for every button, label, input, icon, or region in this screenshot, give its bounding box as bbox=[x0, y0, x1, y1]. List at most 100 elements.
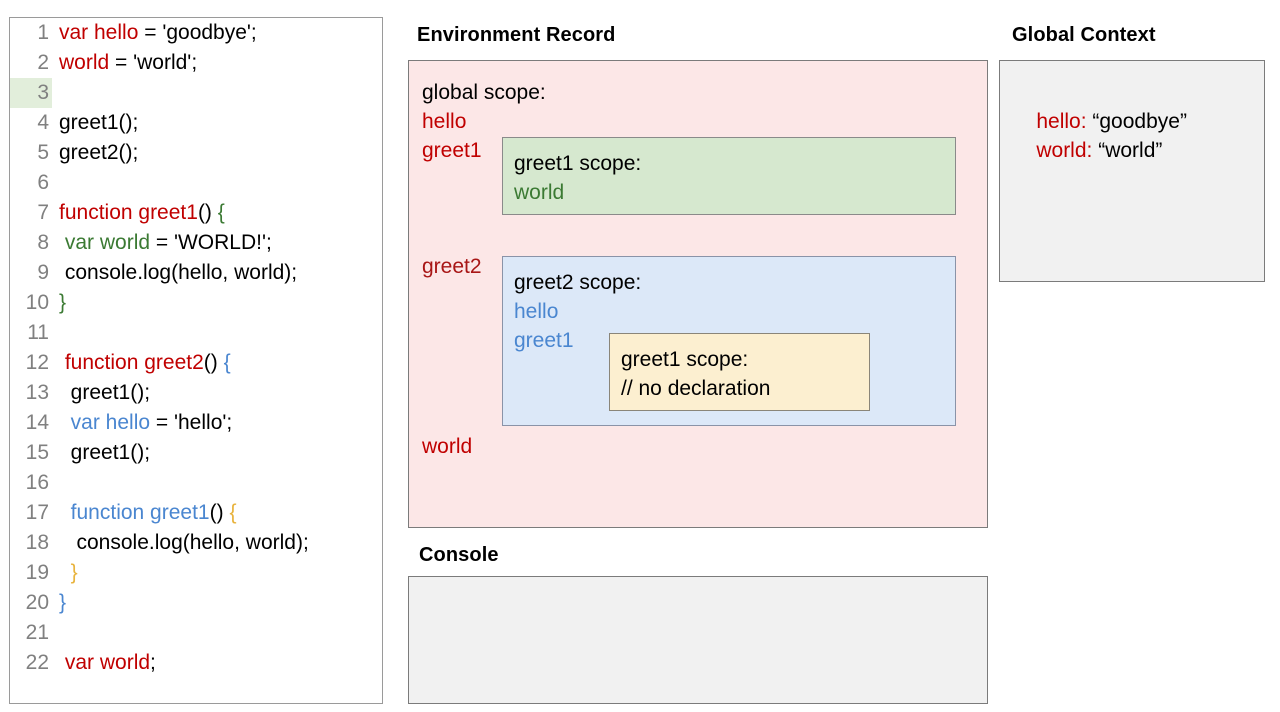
code-token: = 'world'; bbox=[109, 51, 198, 74]
code-line[interactable]: 20} bbox=[10, 588, 382, 618]
greet2-scope-box: greet2 scope: hello greet1 greet1 scope:… bbox=[502, 256, 956, 426]
environment-record-title: Environment Record bbox=[417, 24, 616, 46]
greet1-scope-heading: greet1 scope: bbox=[514, 152, 642, 175]
code-line[interactable]: 12 function greet2() { bbox=[10, 348, 382, 378]
code-line[interactable]: 15 greet1(); bbox=[10, 438, 382, 468]
code-text: } bbox=[52, 558, 78, 588]
code-text: function greet1() { bbox=[52, 198, 225, 228]
greet2-scope-vars: hello greet1 bbox=[514, 300, 574, 352]
code-token bbox=[59, 561, 71, 584]
code-line[interactable]: 10} bbox=[10, 288, 382, 318]
code-token: = 'WORLD!'; bbox=[150, 231, 272, 254]
code-text: console.log(hello, world); bbox=[52, 258, 297, 288]
environment-record-panel: global scope: hello greet1 greet2 world … bbox=[408, 60, 988, 528]
code-token: } bbox=[70, 561, 78, 584]
code-text: var hello = 'goodbye'; bbox=[52, 18, 257, 48]
line-number: 19 bbox=[25, 561, 49, 584]
code-line[interactable]: 22 var world; bbox=[10, 648, 382, 678]
line-number: 3 bbox=[10, 78, 52, 108]
code-token: = 'hello'; bbox=[150, 411, 233, 434]
code-line[interactable]: 17 function greet1() { bbox=[10, 498, 382, 528]
line-number: 22 bbox=[25, 651, 49, 674]
global-scope-heading: global scope: bbox=[422, 81, 546, 104]
code-token: } bbox=[59, 291, 67, 314]
code-text: function greet2() { bbox=[52, 348, 231, 378]
code-token: } bbox=[59, 591, 67, 614]
code-token: () bbox=[203, 351, 224, 374]
line-number: 9 bbox=[37, 261, 49, 284]
code-token: greet1(); bbox=[59, 381, 151, 404]
code-token: console.log(hello, world); bbox=[59, 261, 298, 284]
code-line[interactable]: 16 bbox=[10, 468, 382, 498]
line-number: 18 bbox=[25, 531, 49, 554]
line-number: 8 bbox=[37, 231, 49, 254]
global-context-key: hello: bbox=[1036, 110, 1087, 133]
code-token: function greet1 bbox=[59, 201, 198, 224]
code-token: { bbox=[217, 201, 225, 224]
code-text: var hello = 'hello'; bbox=[52, 408, 233, 438]
code-token: = 'goodbye'; bbox=[138, 21, 257, 44]
code-token: function greet1 bbox=[70, 501, 210, 524]
code-token: () bbox=[209, 501, 230, 524]
line-number: 6 bbox=[37, 171, 49, 194]
line-number: 21 bbox=[25, 621, 49, 644]
code-token: var world bbox=[64, 231, 151, 254]
code-text: world = 'world'; bbox=[52, 48, 197, 78]
greet2-scope-heading: greet2 scope: bbox=[514, 271, 642, 294]
line-number: 15 bbox=[25, 441, 49, 464]
global-context-entry: world: “world” bbox=[1013, 107, 1162, 194]
code-line[interactable]: 3 bbox=[10, 78, 382, 108]
code-line[interactable]: 8 var world = 'WORLD!'; bbox=[10, 228, 382, 258]
code-line[interactable]: 19 } bbox=[10, 558, 382, 588]
code-line[interactable]: 21 bbox=[10, 618, 382, 648]
line-number: 2 bbox=[37, 51, 49, 74]
code-line[interactable]: 9 console.log(hello, world); bbox=[10, 258, 382, 288]
code-line[interactable]: 4 greet1(); bbox=[10, 108, 382, 138]
code-token: var hello bbox=[70, 411, 151, 434]
code-text: greet1(); bbox=[52, 378, 150, 408]
global-context-key: world: bbox=[1036, 139, 1093, 162]
code-token: greet1(); bbox=[59, 441, 151, 464]
code-token: () bbox=[197, 201, 218, 224]
greet1-inner-scope-box: greet1 scope: // no declaration bbox=[609, 333, 870, 411]
line-number: 11 bbox=[27, 321, 49, 344]
code-token: var hello bbox=[59, 21, 139, 44]
greet1-scope-vars: world bbox=[514, 181, 565, 204]
code-text: } bbox=[52, 588, 66, 618]
line-number: 10 bbox=[25, 291, 49, 314]
code-line[interactable]: 18 console.log(hello, world); bbox=[10, 528, 382, 558]
code-token bbox=[59, 501, 71, 524]
code-line[interactable]: 11 bbox=[10, 318, 382, 348]
global-scope-greet2-label: greet2 bbox=[422, 255, 482, 278]
code-token: console.log(hello, world); bbox=[59, 531, 309, 554]
code-text: var world; bbox=[52, 648, 156, 678]
line-number: 14 bbox=[25, 411, 49, 434]
code-line[interactable]: 14 var hello = 'hello'; bbox=[10, 408, 382, 438]
console-panel[interactable] bbox=[408, 576, 988, 704]
code-text: greet1(); bbox=[52, 108, 138, 138]
code-token: greet1(); bbox=[59, 111, 139, 134]
code-text: console.log(hello, world); bbox=[52, 528, 309, 558]
line-number: 16 bbox=[25, 471, 49, 494]
code-line[interactable]: 13 greet1(); bbox=[10, 378, 382, 408]
code-line[interactable]: 6 bbox=[10, 168, 382, 198]
global-context-panel: hello: “goodbye” world: “world” bbox=[999, 60, 1265, 282]
code-text: greet2(); bbox=[52, 138, 138, 168]
global-scope-vars-bottom: world bbox=[422, 435, 473, 458]
code-text: var world = 'WORLD!'; bbox=[52, 228, 272, 258]
line-number: 4 bbox=[37, 111, 49, 134]
line-number: 12 bbox=[25, 351, 49, 374]
code-token: { bbox=[229, 501, 237, 524]
line-number: 5 bbox=[37, 141, 49, 164]
code-token: world bbox=[59, 51, 110, 74]
code-text: } bbox=[52, 288, 66, 318]
line-number: 7 bbox=[37, 201, 49, 224]
global-context-title: Global Context bbox=[1012, 24, 1156, 46]
line-number: 20 bbox=[25, 591, 49, 614]
